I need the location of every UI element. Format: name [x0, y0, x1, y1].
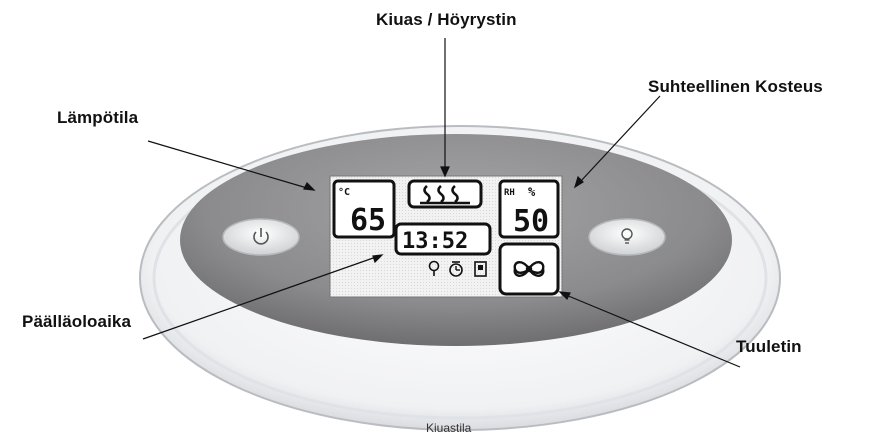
status-row [428, 260, 487, 277]
label-heater: Kiuas / Höyrystin [376, 10, 517, 29]
temp-unit: °C [338, 187, 350, 198]
power-icon [253, 228, 269, 245]
power-button[interactable] [222, 218, 300, 256]
pointer-temperature [147, 140, 308, 189]
humidity-percent: % [528, 185, 536, 199]
label-fan: Tuuletin [736, 337, 802, 356]
humidity-unit: RH [504, 188, 515, 198]
lcd-screen: °C 65 RH % 50 13:52 [329, 175, 563, 298]
label-humidity: Suhteellinen Kosteus [648, 77, 823, 96]
time-value: 13:52 [402, 229, 468, 254]
door-icon [474, 261, 487, 277]
temperature-box: °C 65 [332, 179, 396, 239]
fan-icon [513, 261, 545, 277]
time-box: 13:52 [394, 222, 492, 256]
pointer-fan [565, 294, 741, 368]
light-bulb-icon [428, 260, 440, 276]
light-button[interactable] [588, 218, 666, 256]
temp-value: 65 [350, 203, 386, 238]
light-bulb-icon [621, 228, 633, 244]
label-temperature: Lämpötila [57, 108, 139, 127]
timer-icon [449, 261, 463, 277]
label-on-time: Päälläoloaika [22, 312, 132, 331]
humidity-box: RH % 50 [498, 179, 560, 239]
caption: Kiuastila [426, 421, 472, 435]
humidity-value: 50 [513, 204, 549, 239]
pointer-humidity [579, 95, 661, 183]
pointer-lines [142, 38, 741, 368]
heater-box [407, 179, 483, 209]
fan-box [498, 242, 560, 296]
steam-wave-icon [420, 184, 470, 205]
pointer-on-time [142, 256, 377, 340]
